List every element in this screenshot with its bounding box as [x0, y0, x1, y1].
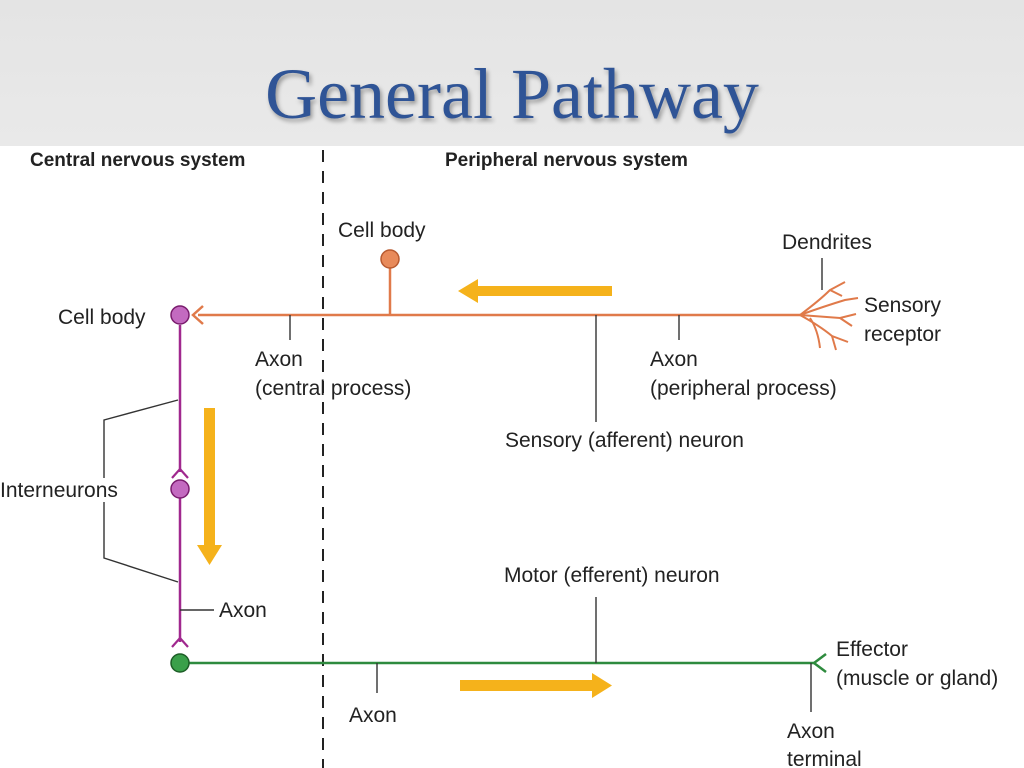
axon-central-label-2: (central process)	[255, 377, 411, 400]
cns-header: Central nervous system	[30, 150, 245, 171]
dendrites-icon	[799, 281, 859, 351]
axon-peripheral-label-1: Axon	[650, 348, 698, 371]
interneuron-direction-arrow	[197, 408, 222, 565]
interneurons-bracket-top	[103, 399, 179, 478]
axon-terminal-label-1: Axon	[787, 720, 835, 743]
sensory-cell-body	[380, 249, 400, 269]
interneuron-synapse-upper	[171, 467, 189, 479]
interneurons-label: Interneurons	[0, 479, 118, 502]
sensory-receptor-label-1: Sensory	[864, 294, 942, 317]
motor-axon-label: Axon	[349, 704, 397, 727]
axon-terminal-label-2: terminal	[787, 748, 862, 768]
interneuron-cell-body-top	[170, 305, 190, 325]
pns-header: Peripheral nervous system	[445, 150, 688, 171]
sensory-receptor-label-2: receptor	[864, 323, 941, 346]
interneuron-cell-body-middle	[170, 479, 190, 499]
axon-peripheral-label-2: (peripheral process)	[650, 377, 837, 400]
interneuron-synapse-lower	[171, 636, 189, 648]
motor-direction-arrow	[460, 673, 612, 698]
interneuron-cell-body-label: Cell body	[58, 306, 146, 329]
motor-cell-body	[170, 653, 190, 673]
effector-label-2: (muscle or gland)	[836, 667, 998, 690]
sensory-direction-arrow	[458, 279, 612, 303]
sensory-axon-terminal	[191, 305, 204, 325]
axon-central-label-1: Axon	[255, 348, 303, 371]
effector-label-1: Effector	[836, 638, 908, 661]
dendrites-label: Dendrites	[782, 231, 872, 254]
interneuron-axon-label: Axon	[219, 599, 267, 622]
slide-title: General Pathway	[265, 54, 759, 134]
motor-neuron-label: Motor (efferent) neuron	[504, 564, 720, 587]
interneurons-bracket-bottom	[103, 502, 179, 583]
sensory-neuron-label: Sensory (afferent) neuron	[505, 429, 744, 452]
sensory-cell-body-label: Cell body	[338, 219, 426, 242]
motor-axon-terminal	[811, 653, 827, 673]
